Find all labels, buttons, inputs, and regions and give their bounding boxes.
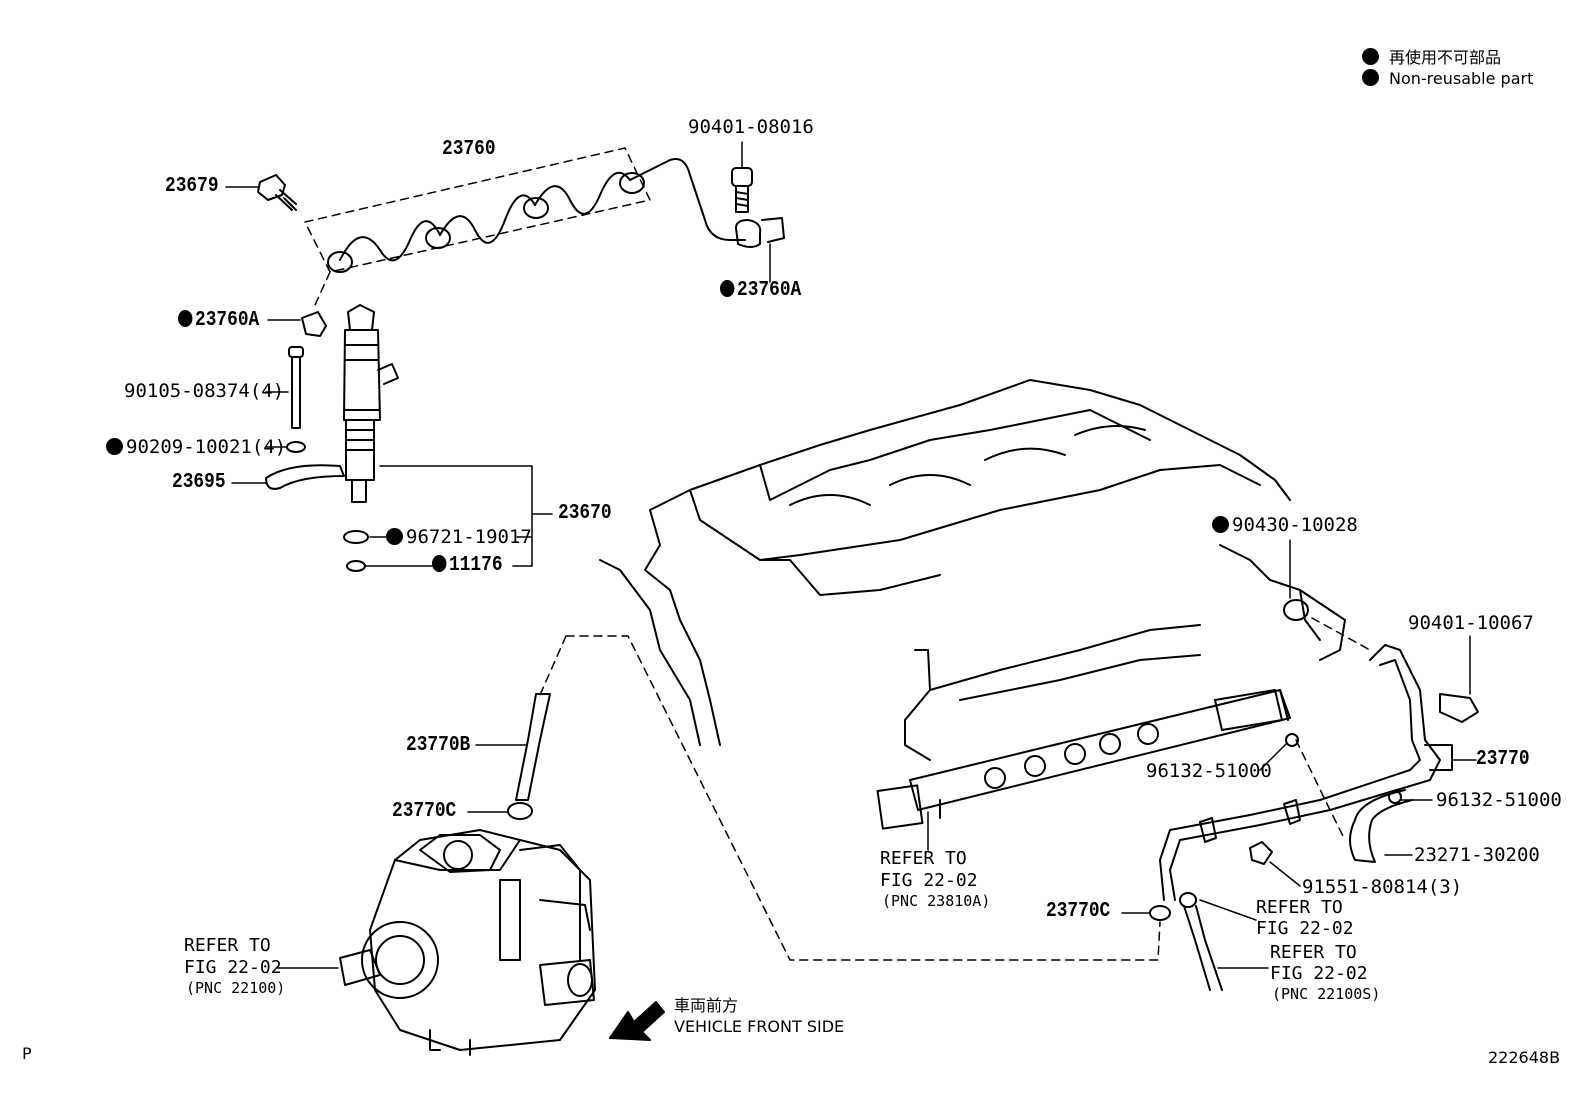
refer-rail-line3: (PNC 23810A)	[882, 892, 991, 910]
legend-row-jp: 再使用不可部品	[1362, 44, 1501, 68]
refer-hose2-line2[interactable]: FIG 22-02	[1270, 963, 1368, 984]
legend-en: Non-reusable part	[1389, 69, 1534, 88]
label-96721-19017[interactable]: 96721-19017	[386, 528, 532, 547]
refer-pump-line3: (PNC 22100)	[186, 979, 286, 997]
non-reusable-dot-icon	[432, 555, 447, 572]
label-23760[interactable]: 23760	[442, 138, 496, 161]
bolt-90401-08016	[731, 141, 753, 213]
label-90430-10028[interactable]: 90430-10028	[1212, 516, 1358, 535]
pipe-23770	[1159, 644, 1477, 901]
vehicle-front-arrow	[609, 1001, 665, 1041]
clip-96132-51000-b	[1388, 790, 1433, 804]
non-reusable-dot-icon	[178, 310, 193, 327]
hose-clamp-23770C-left	[467, 802, 533, 820]
label-text: 90209-10021(4)	[126, 436, 287, 458]
figure-code: 222648B	[1488, 1048, 1561, 1067]
label-91551-80814[interactable]: 91551-80814(3)	[1302, 876, 1463, 898]
label-text: 11176	[449, 554, 503, 577]
refer-rail-line2[interactable]: FIG 22-02	[880, 870, 978, 891]
label-23770[interactable]: 23770	[1476, 748, 1530, 771]
refer-hose2-line3: (PNC 22100S)	[1272, 985, 1381, 1003]
label-96132-51000-a[interactable]: 96132-51000	[1146, 760, 1272, 782]
plug-90430-10028	[1283, 539, 1309, 621]
label-90401-10067[interactable]: 90401-10067	[1408, 612, 1534, 634]
legend-row-en: Non-reusable part	[1362, 69, 1533, 88]
label-96132-51000-b[interactable]: 96132-51000	[1436, 789, 1562, 811]
non-reusable-dot-icon	[1212, 516, 1229, 533]
clamp-23695	[231, 464, 345, 490]
label-23770C-left[interactable]: 23770C	[392, 800, 457, 823]
label-90401-08016[interactable]: 90401-08016	[688, 116, 814, 138]
hose-23271-30200	[1349, 789, 1413, 863]
refer-rail-line1: REFER TO	[880, 848, 967, 869]
fuel-hoses-lower	[1179, 892, 1269, 991]
fuel-rail	[876, 624, 1291, 851]
label-23670[interactable]: 23670	[558, 502, 612, 525]
non-reusable-dot-icon	[386, 528, 403, 545]
label-23760A-right[interactable]: 23760A	[720, 280, 801, 301]
direction-en: VEHICLE FRONT SIDE	[674, 1017, 845, 1036]
clamp-23760A-left	[267, 311, 327, 337]
refer-pump-line1: REFER TO	[184, 935, 271, 956]
injector-23670	[343, 304, 553, 567]
o-ring-96721-19017	[343, 530, 533, 544]
label-text: 23760A	[737, 279, 802, 302]
legend-jp: 再使用不可部品	[1389, 48, 1502, 67]
engine-head-outline	[599, 379, 1346, 746]
bolt-90105-08374	[265, 346, 304, 429]
label-23679[interactable]: 23679	[165, 175, 219, 198]
label-11176[interactable]: 11176	[432, 555, 503, 576]
label-23760A-left[interactable]: 23760A	[178, 310, 259, 331]
clamp-23760A-right	[735, 217, 785, 283]
pipe-group-dashed-outline	[304, 147, 651, 306]
union-bolt-23679	[225, 174, 297, 211]
bolt-90401-10067	[1439, 635, 1479, 723]
label-23271-30200[interactable]: 23271-30200	[1414, 844, 1540, 866]
non-reusable-dot-icon	[106, 438, 123, 455]
non-reusable-dot-icon	[720, 280, 735, 297]
supply-pump	[277, 829, 596, 1056]
hose-clamp-23770C-right	[1121, 905, 1171, 921]
label-90209-10021[interactable]: 90209-10021(4)	[106, 438, 286, 457]
label-23695[interactable]: 23695	[172, 471, 226, 494]
label-text: 90430-10028	[1232, 514, 1358, 536]
bolt-91551-80814	[1249, 841, 1301, 887]
non-reusable-dot-icon	[1362, 48, 1379, 65]
refer-pump-line2[interactable]: FIG 22-02	[184, 957, 282, 978]
washer-90209-10021	[265, 441, 306, 453]
refer-hose2-line1: REFER TO	[1270, 942, 1357, 963]
label-text: 96721-19017	[406, 526, 532, 548]
footer-left: P	[22, 1044, 32, 1063]
non-reusable-dot-icon	[1362, 69, 1379, 86]
label-90105-08374[interactable]: 90105-08374(4)	[124, 380, 285, 402]
refer-hose1-line2[interactable]: FIG 22-02	[1256, 918, 1354, 939]
label-23770C-right[interactable]: 23770C	[1046, 900, 1111, 923]
hose-23770B	[475, 693, 551, 801]
label-text: 23760A	[195, 309, 260, 332]
refer-hose1-line1: REFER TO	[1256, 897, 1343, 918]
injection-pipe-23760	[327, 158, 746, 273]
label-23770B[interactable]: 23770B	[406, 734, 471, 757]
gasket-11176	[346, 560, 533, 572]
clip-96132-51000-a	[1259, 733, 1299, 771]
direction-jp: 車両前方	[674, 996, 739, 1015]
